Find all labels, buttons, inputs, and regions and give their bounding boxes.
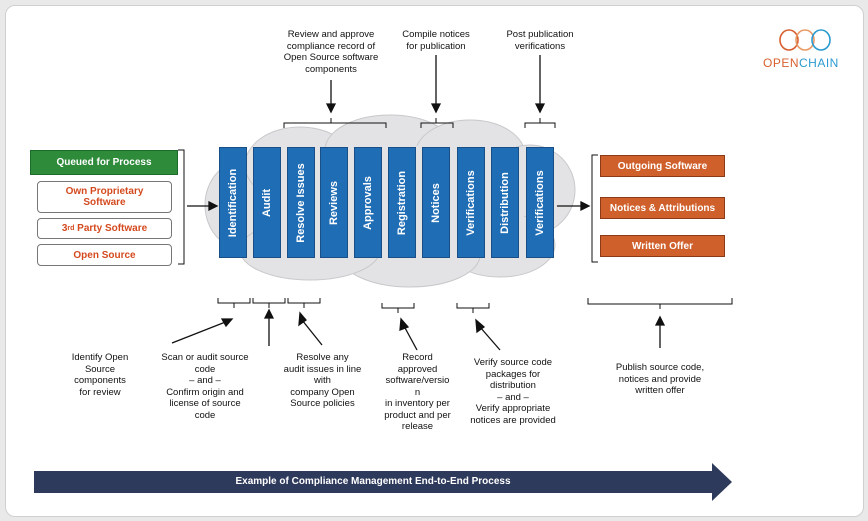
stage-approvals: Approvals	[354, 147, 382, 258]
output-notices-attributions: Notices & Attributions	[600, 197, 725, 219]
stage-reviews: Reviews	[320, 147, 348, 258]
arrow-into-process	[187, 200, 219, 212]
stage-notices: Notices	[422, 147, 450, 258]
chain-rings-icon	[779, 29, 831, 51]
logo-text-open: OPEN	[763, 56, 800, 70]
bottom-braces	[217, 298, 733, 313]
output-bracket	[591, 154, 598, 263]
output-written-offer: Written Offer	[600, 235, 725, 257]
queued-for-process-box: Queued for Process	[30, 150, 178, 175]
stage-verifications: Verifications	[457, 147, 485, 258]
input-bracket	[178, 149, 185, 265]
output-outgoing-software: Outgoing Software	[600, 155, 725, 177]
bottom-arrows	[171, 308, 666, 351]
footer-caption: Example of Compliance Management End-to-…	[235, 476, 511, 487]
input-open-source: Open Source	[37, 244, 172, 266]
stage-post-verifications: Verifications	[526, 147, 554, 258]
stage-identification: Identification	[219, 147, 247, 258]
top-braces	[283, 118, 556, 128]
stage-audit: Audit	[253, 147, 281, 258]
openchain-logo: OPENCHAIN	[763, 27, 845, 72]
stage-registration: Registration	[388, 147, 416, 258]
bottom-label-publish: Publish source code,notices and provide …	[615, 362, 705, 396]
logo-text-chain: CHAIN	[799, 56, 839, 70]
footer-arrow	[34, 463, 732, 501]
arrow-out-process	[557, 200, 591, 212]
stage-distribution: Distribution	[491, 147, 519, 258]
stage-resolve-issues: Resolve Issues	[287, 147, 315, 258]
